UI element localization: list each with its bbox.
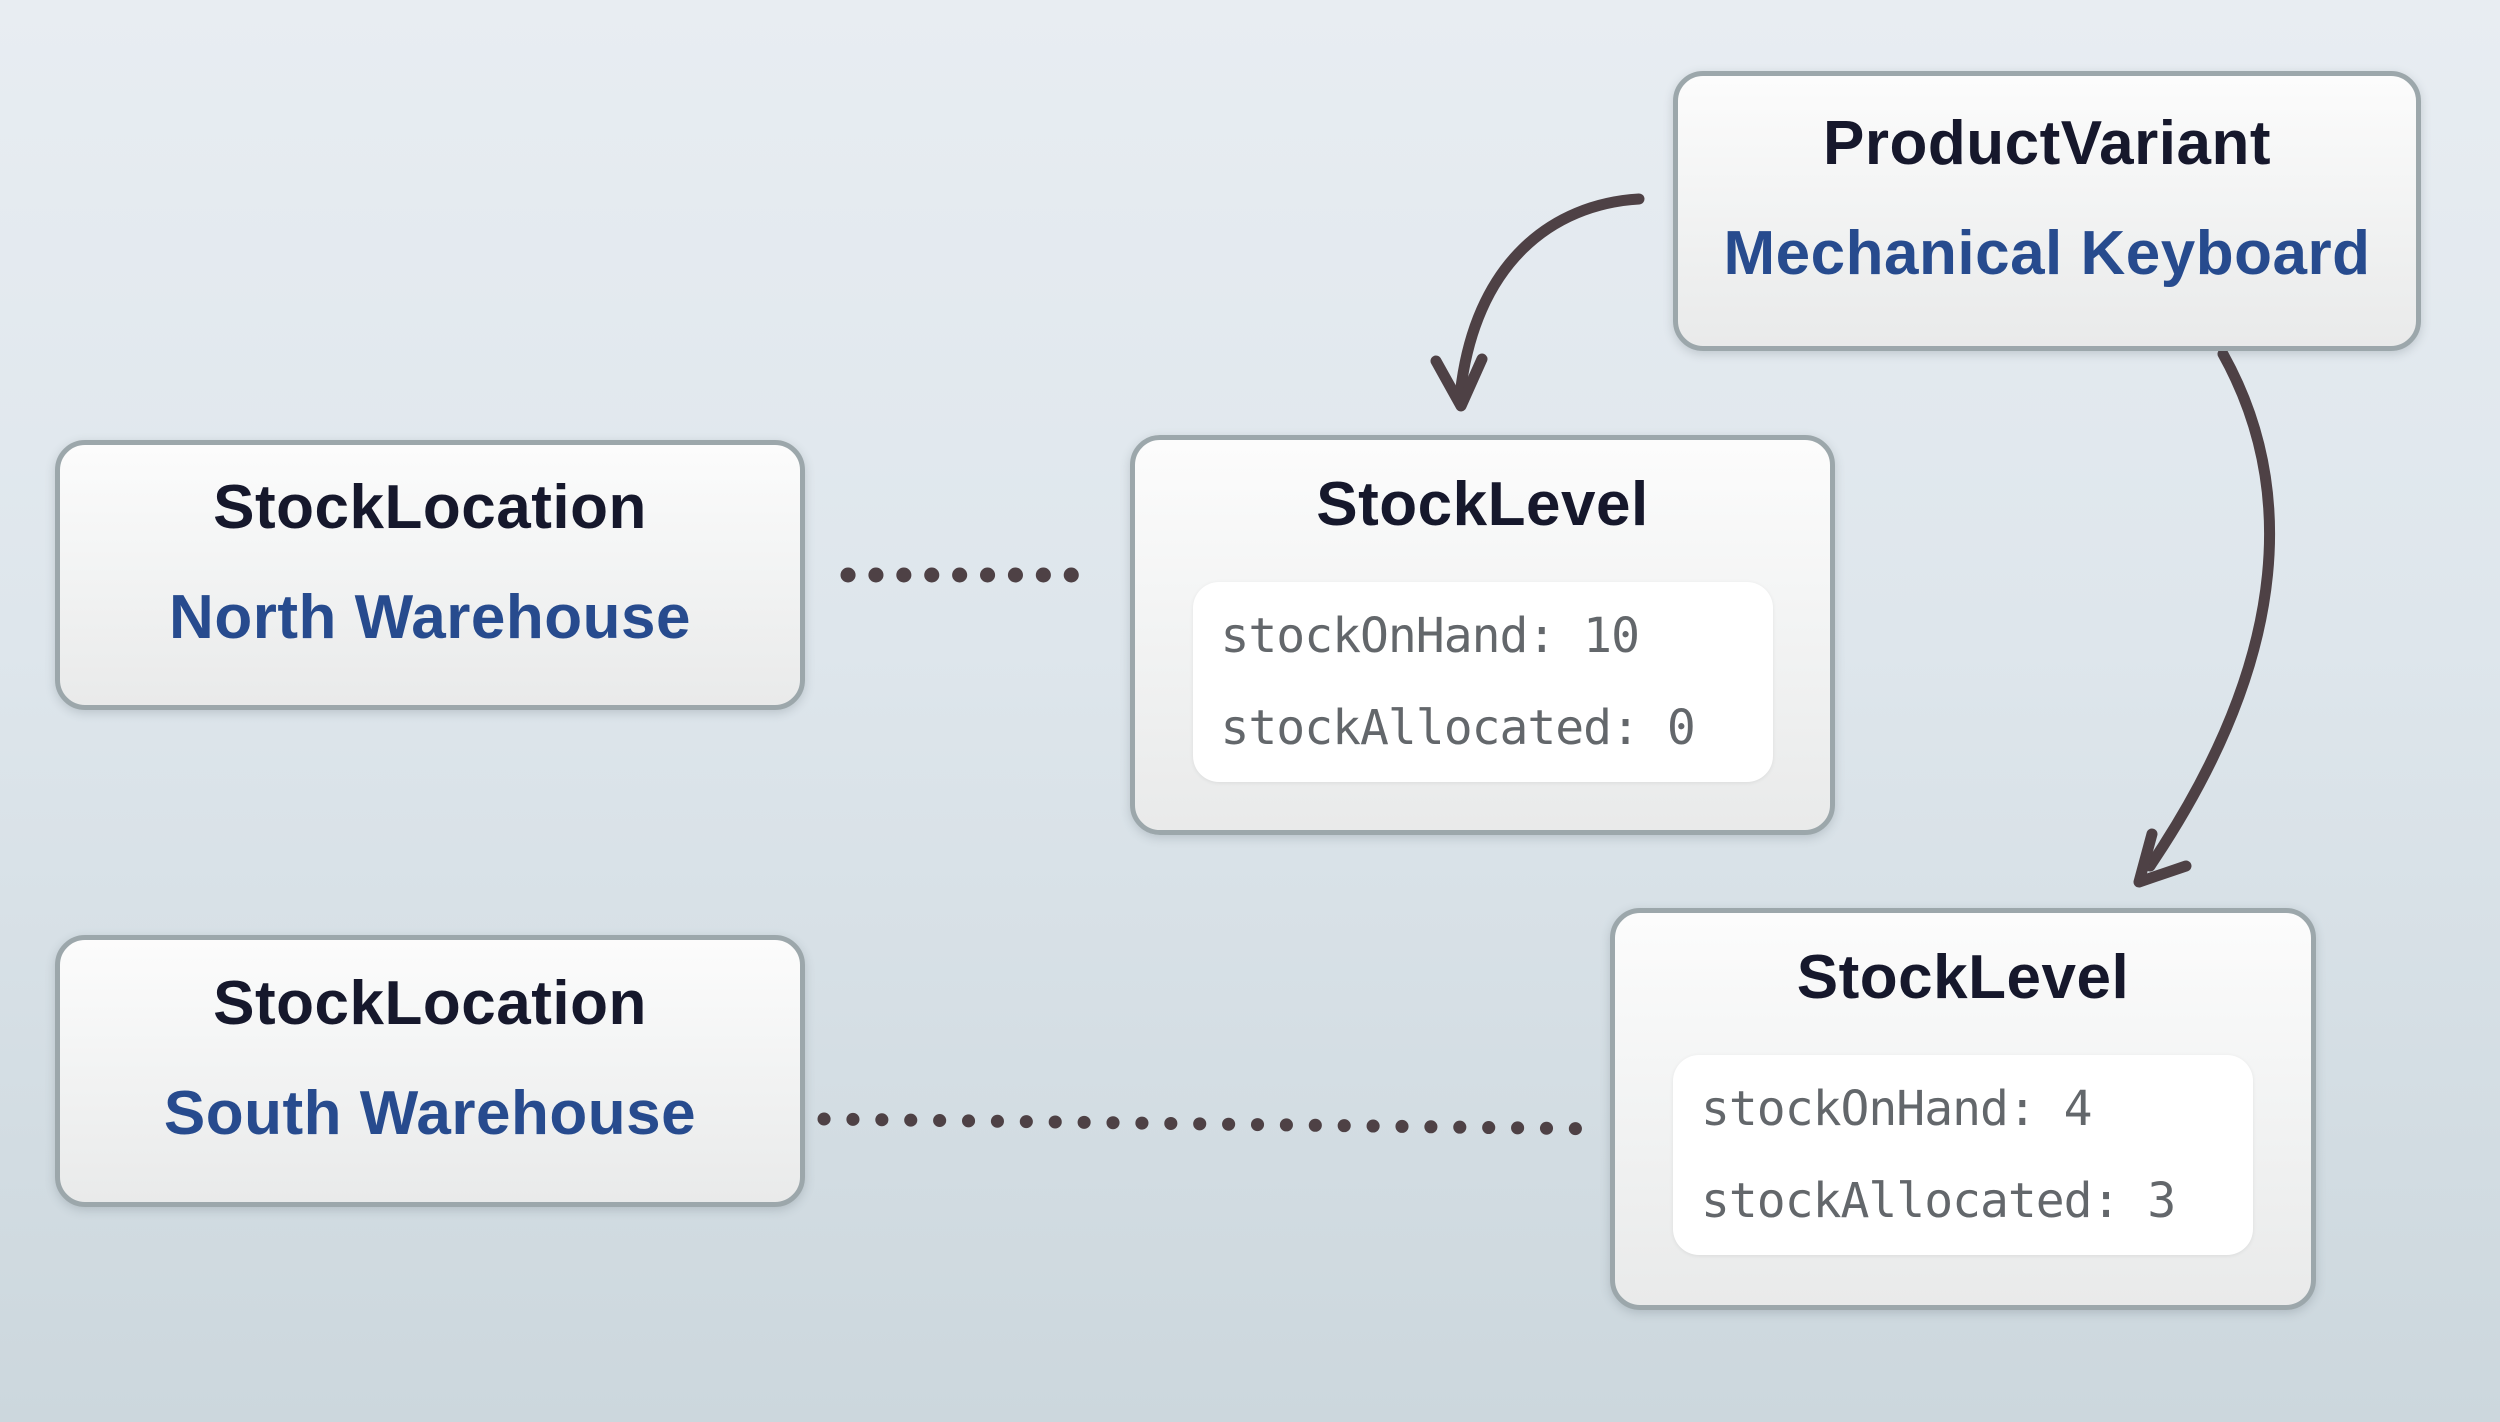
node-stock-level-north: StockLevel stockOnHand: 10 stockAllocate…	[1130, 435, 1835, 835]
node-type-label: StockLocation	[213, 969, 647, 1038]
node-type-label: StockLocation	[213, 473, 647, 542]
stock-allocated-line: stockAllocated: 3	[1701, 1173, 2176, 1229]
node-type-label: ProductVariant	[1823, 109, 2271, 178]
node-stock-location-north: StockLocation North Warehouse	[55, 440, 805, 710]
dotted-connector-south	[817, 1112, 1610, 1136]
node-instance-name: North Warehouse	[169, 583, 691, 652]
node-stock-level-south: StockLevel stockOnHand: 4 stockAllocated…	[1610, 908, 2316, 1310]
arrow-productvariant-to-stocklevel-north	[1430, 193, 1645, 412]
stock-on-hand-line: stockOnHand: 4	[1701, 1081, 2093, 1137]
stock-allocated-line: stockAllocated: 0	[1220, 700, 1696, 756]
node-type-label: StockLevel	[1796, 943, 2130, 1012]
stock-fields-panel: stockOnHand: 4 stockAllocated: 3	[1673, 1055, 2253, 1255]
arrow-productvariant-to-stocklevel-south	[2133, 348, 2276, 888]
stock-fields-panel: stockOnHand: 10 stockAllocated: 0	[1192, 582, 1773, 782]
node-product-variant: ProductVariant Mechanical Keyboard	[1673, 71, 2421, 351]
node-type-label: StockLevel	[1316, 470, 1649, 539]
node-stock-location-south: StockLocation South Warehouse	[55, 935, 805, 1207]
node-instance-name: South Warehouse	[163, 1079, 697, 1148]
node-instance-name: Mechanical Keyboard	[1723, 219, 2371, 288]
stock-on-hand-line: stockOnHand: 10	[1220, 608, 1640, 664]
